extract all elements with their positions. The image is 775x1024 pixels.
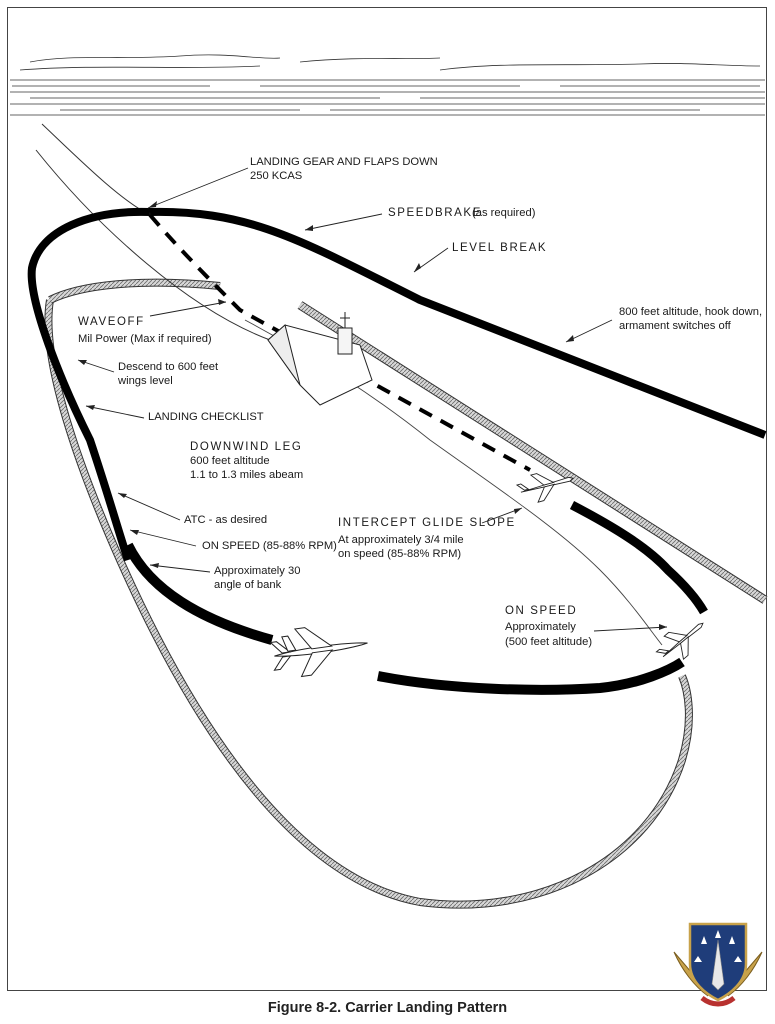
bank-angle-note: angle of bank [214, 579, 282, 591]
downwind-altitude-label: 600 feet altitude [190, 455, 270, 467]
descend-label: Descend to 600 feet [118, 361, 219, 373]
intercept-glide-slope-label: INTERCEPT GLIDE SLOPE [338, 517, 516, 529]
approximately-label: Approximately [505, 621, 576, 633]
hook-down-label: 800 feet altitude, hook down, [619, 306, 763, 318]
fighter-jet-icon [515, 473, 575, 503]
downwind-abeam-label: 1.1 to 1.3 miles abeam [190, 469, 304, 481]
bank-angle-label: Approximately 30 [214, 565, 301, 577]
fighter-jet-icon [269, 627, 368, 678]
gear-flaps-speed-label: 250 KCAS [250, 170, 303, 182]
figure-caption: Figure 8-2. Carrier Landing Pattern [267, 1000, 508, 1016]
leader-arrowheads [78, 201, 667, 630]
speedbrake-label: SPEEDBRAKE [388, 207, 482, 219]
on-speed-rpm-label: ON SPEED (85-88% RPM) [202, 540, 337, 552]
final-altitude-label: (500 feet altitude) [505, 636, 593, 648]
landing-pattern [27, 207, 767, 695]
armament-label: armament switches off [619, 320, 731, 332]
intercept-distance-label: At approximately 3/4 mile [338, 534, 464, 546]
leader-lines [77, 167, 668, 632]
gear-flaps-label: LANDING GEAR AND FLAPS DOWN [250, 156, 438, 168]
waveoff-label: WAVEOFF [78, 316, 145, 328]
horizon-sea [10, 54, 765, 116]
inner-ground-track [44, 299, 693, 909]
fighter-jet-icon [655, 622, 704, 661]
waveoff-note: Mil Power (Max if required) [78, 333, 212, 345]
atc-label: ATC - as desired [184, 514, 268, 526]
level-break-label: LEVEL BREAK [452, 242, 548, 254]
speedbrake-note: (as required) [472, 207, 536, 219]
aircraft-carrier-icon [267, 312, 373, 406]
landing-checklist-label: LANDING CHECKLIST [148, 411, 264, 423]
air-force-insignia-icon [673, 922, 763, 1007]
intercept-rpm-label: on speed (85-88% RPM) [338, 548, 462, 560]
downwind-leg-label: DOWNWIND LEG [190, 441, 303, 453]
wings-level-label: wings level [118, 375, 173, 387]
on-speed-label: ON SPEED [505, 605, 578, 617]
